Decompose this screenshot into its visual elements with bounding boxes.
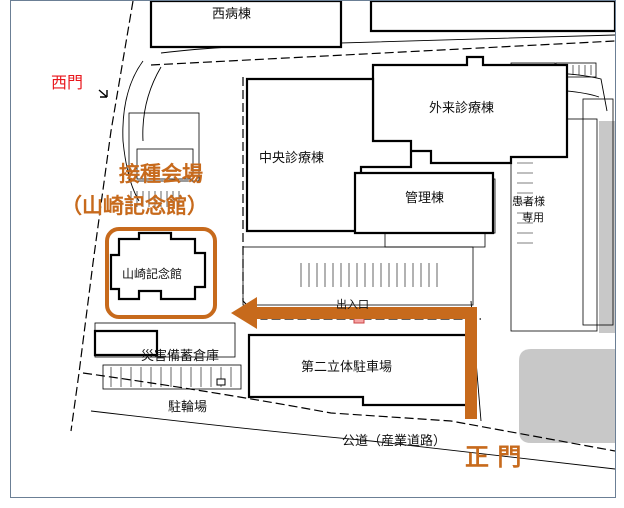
building-chuo bbox=[245, 77, 413, 233]
label-kodo: 公道（産業道路） bbox=[342, 434, 447, 449]
parking-lot-east bbox=[599, 121, 615, 333]
building-nishi-byoto bbox=[149, 1, 343, 49]
drive-area bbox=[242, 246, 474, 306]
label-nishi-byoto: 西病棟 bbox=[212, 7, 252, 22]
label-kanja-2: 専用 bbox=[522, 211, 544, 224]
label-churinjo: 駐輪場 bbox=[168, 400, 208, 415]
label-deiriguchi: 出入口 bbox=[336, 298, 369, 311]
bike-stripes bbox=[110, 367, 232, 387]
label-kanja-1: 患者様 bbox=[512, 195, 545, 208]
label-gairai: 外来診療棟 bbox=[429, 101, 495, 116]
label-nishimon: 西門 bbox=[51, 73, 84, 92]
label-seimon: 正 門 bbox=[465, 443, 522, 471]
label-venue-1: 接種会場 bbox=[119, 162, 203, 186]
label-parking-2: 第二立体駐車場 bbox=[301, 360, 393, 375]
parking-stripes-drive bbox=[300, 263, 438, 287]
map-frame: 西病棟 西門 外来診療棟 中央診療棟 管理棟 患者様 専用 接種会場 （山崎記念… bbox=[10, 0, 616, 498]
west-gate-arrow-icon bbox=[98, 89, 108, 98]
label-kanri: 管理棟 bbox=[405, 191, 445, 206]
road-south bbox=[90, 410, 615, 470]
campus-map bbox=[70, 1, 615, 470]
bike-shed-marker bbox=[216, 378, 226, 386]
venue-highlight-box bbox=[105, 227, 217, 319]
road-curve-west-2 bbox=[142, 66, 162, 142]
label-yamazaki: 山崎記念館 bbox=[122, 267, 183, 281]
label-venue-2: （山崎記念館） bbox=[61, 194, 208, 218]
inner-drive-east bbox=[582, 98, 614, 326]
mgmt-annex bbox=[384, 232, 486, 248]
road-curve-west bbox=[122, 60, 144, 202]
building-north-right bbox=[369, 1, 615, 33]
bike-rows bbox=[102, 364, 242, 390]
label-saigai: 災害備蓄倉庫 bbox=[141, 349, 220, 364]
building-gairai bbox=[371, 55, 569, 165]
building-yamazaki bbox=[109, 231, 207, 301]
parking-lot-southeast bbox=[519, 349, 615, 443]
building-saigai bbox=[93, 329, 159, 357]
parking-stripes-west bbox=[130, 191, 180, 207]
label-chuo: 中央診療棟 bbox=[259, 151, 325, 166]
route-arrowhead-icon bbox=[231, 297, 257, 329]
west-small-building-2 bbox=[136, 148, 194, 180]
route-arrow bbox=[251, 307, 477, 419]
west-small-building bbox=[128, 112, 200, 182]
building-kanri bbox=[353, 171, 495, 235]
boundary-west bbox=[70, 1, 134, 432]
